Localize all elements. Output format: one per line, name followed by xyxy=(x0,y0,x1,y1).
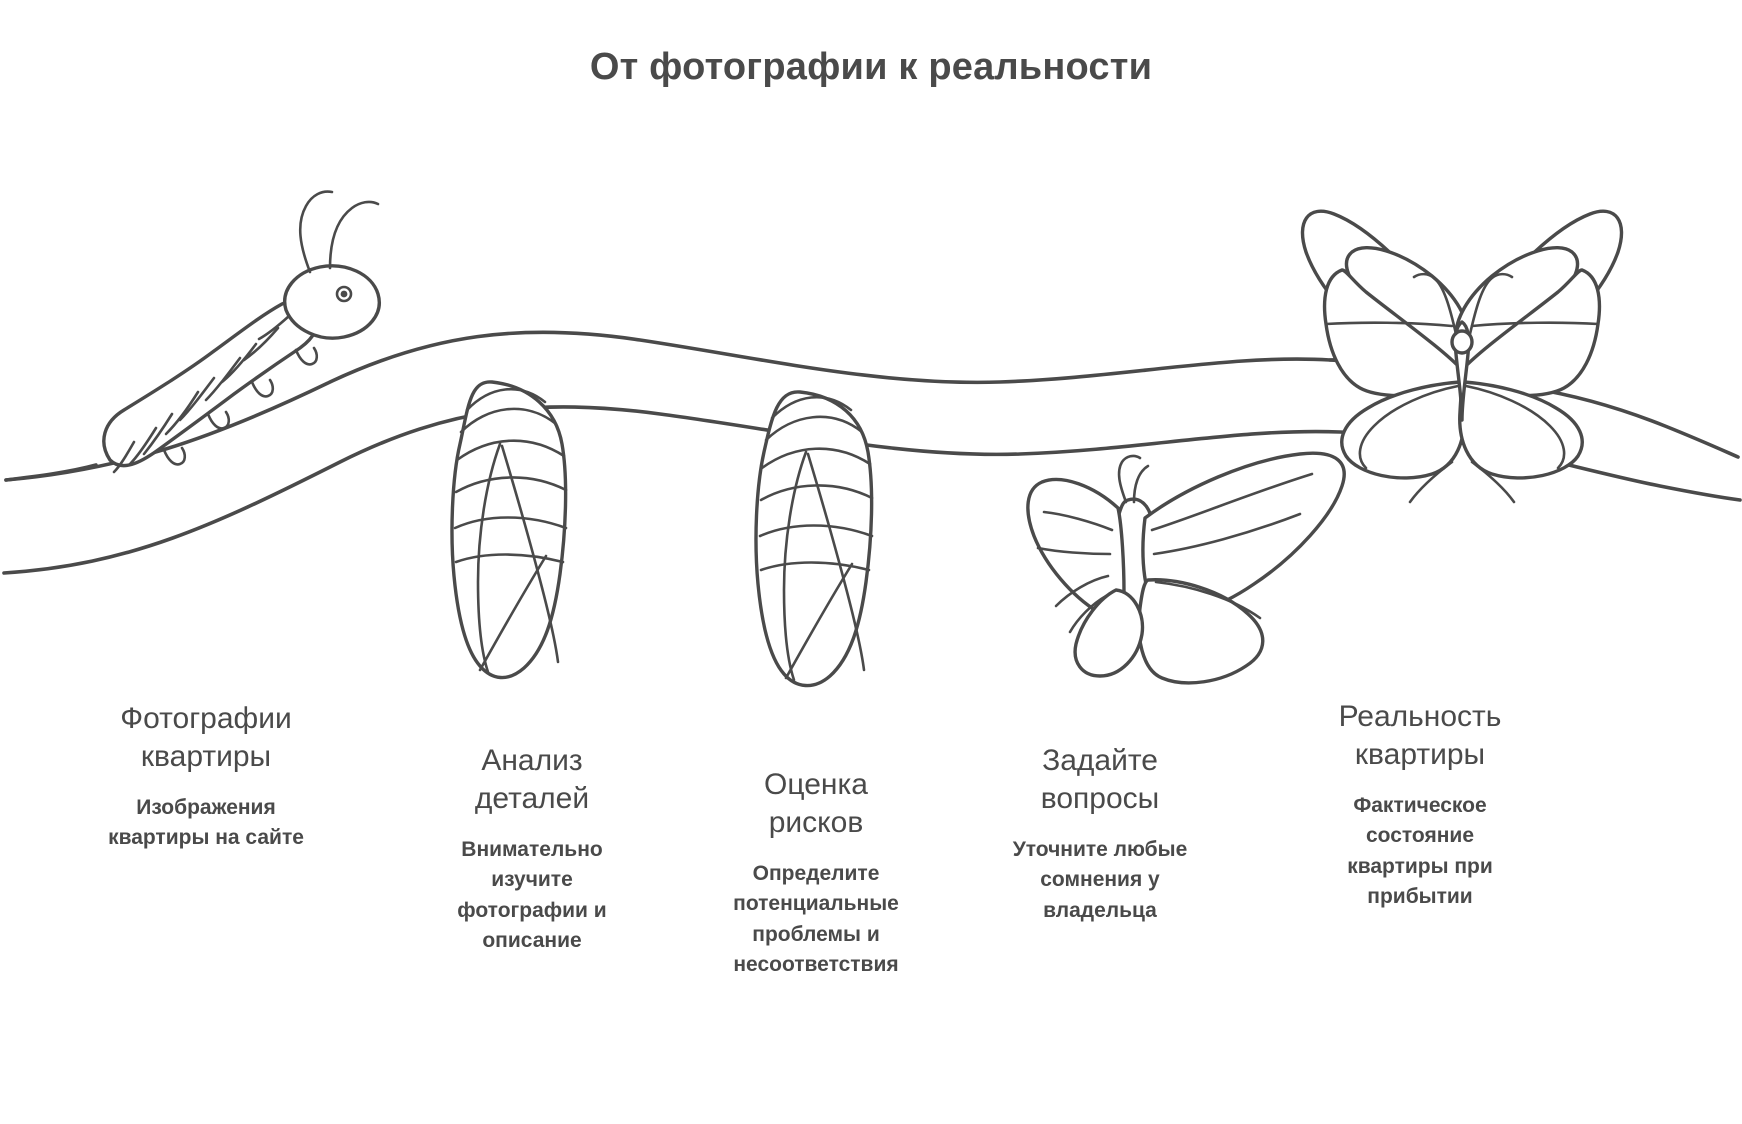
stage-heading-2: Анализ деталей xyxy=(474,744,590,816)
stage-heading-5: Реальность квартиры xyxy=(1338,700,1502,772)
emerging-butterfly-icon xyxy=(1026,451,1346,685)
stage-heading-4: Задайте вопросы xyxy=(1040,744,1160,816)
stage-description-1: Изображения квартиры на сайте xyxy=(108,795,304,850)
stage-description-5: Фактическое состояние квартиры при прибы… xyxy=(1347,793,1493,909)
stage-description-2: Внимательно изучите фотографии и описани… xyxy=(457,837,607,953)
chrysalis-icon-middle xyxy=(754,390,874,688)
stage-description-3: Определите потенциальные проблемы и несо… xyxy=(733,861,899,977)
stage-caption-1: Фотографии квартиры Изображения квартиры… xyxy=(56,700,356,854)
stage-heading-3: Оценка рисков xyxy=(764,768,868,840)
caterpillar-icon xyxy=(102,190,381,474)
stage-caption-3: Оценка рисков Определите потенциальные п… xyxy=(656,766,976,981)
stage-heading-1: Фотографии квартиры xyxy=(120,702,292,774)
stage-caption-5: Реальность квартиры Фактическое состояни… xyxy=(1250,698,1590,913)
metamorphosis-illustration xyxy=(0,110,1742,700)
chrysalis-icon-left xyxy=(450,380,568,680)
page-title: От фотографии к реальности xyxy=(589,46,1153,88)
stage-description-4: Уточните любые сомнения у владельца xyxy=(1012,837,1188,922)
stage-caption-4: Задайте вопросы Уточните любые сомнения … xyxy=(940,742,1260,926)
stage-caption-2: Анализ деталей Внимательно изучите фотог… xyxy=(382,742,682,957)
butterfly-icon xyxy=(1300,209,1624,504)
stage-captions: Фотографии квартиры Изображения квартиры… xyxy=(0,676,1742,1106)
